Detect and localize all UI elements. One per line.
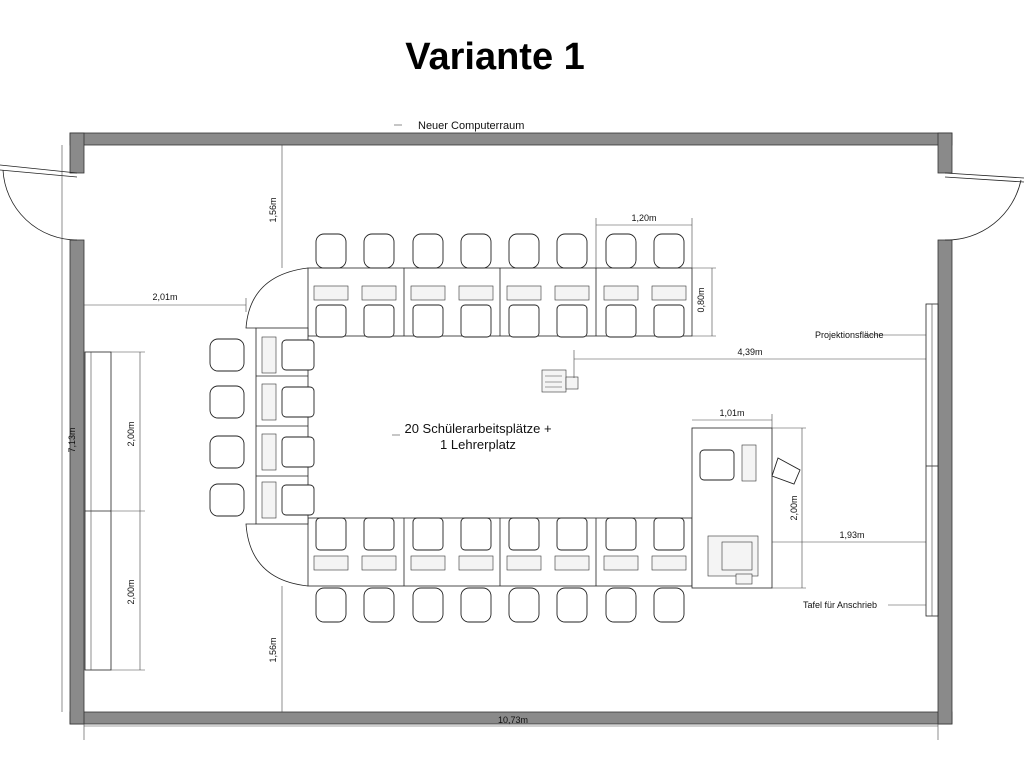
- teacher-desk-length-dim: 2,00m: [789, 495, 799, 520]
- room-name-label: Neuer Computerraum: [418, 120, 524, 132]
- chair: [460, 517, 492, 551]
- computer-icon: [313, 285, 349, 301]
- chair: [315, 233, 347, 269]
- computer-icon: [410, 285, 446, 301]
- computer-icon: [554, 285, 590, 301]
- computer-icon: [651, 285, 687, 301]
- chair: [605, 517, 637, 551]
- chair: [315, 587, 347, 623]
- workstations-label-1: 20 Schülerarbeitsplätze +: [404, 421, 551, 436]
- wall-left-upper: [69, 132, 85, 174]
- computer-icon: [458, 285, 494, 301]
- wall-right-lower: [937, 239, 953, 725]
- desk-width-dim: 1,20m: [631, 213, 656, 223]
- chair: [653, 517, 685, 551]
- chair: [653, 233, 685, 269]
- whiteboard-left: [84, 351, 145, 671]
- workstations-label-2: 1 Lehrerplatz: [440, 437, 516, 452]
- wall-left-lower: [69, 239, 85, 725]
- chair: [363, 304, 395, 338]
- computer-icon: [410, 555, 446, 571]
- board-segment-2-dim: 2,00m: [126, 579, 136, 604]
- chair: [460, 587, 492, 623]
- computer-icon: [603, 555, 639, 571]
- wall-right-upper: [937, 132, 953, 174]
- chair: [209, 435, 245, 469]
- room-walls: [69, 132, 953, 725]
- chair: [209, 338, 245, 372]
- computer-icon: [361, 285, 397, 301]
- teacher-desk: [691, 427, 801, 589]
- page-title: Variante 1: [405, 36, 585, 78]
- door-right: [944, 172, 1024, 241]
- chair: [412, 587, 444, 623]
- chair: [460, 304, 492, 338]
- room-width-dim: 10,73m: [498, 715, 528, 725]
- computer-icon: [554, 555, 590, 571]
- computer-icon: [261, 336, 277, 374]
- wall-top: [69, 132, 953, 146]
- bottom-clearance-dim: 1,56m: [268, 637, 278, 662]
- chair: [315, 304, 347, 338]
- computer-icon: [603, 285, 639, 301]
- desk-column-left: [245, 267, 309, 587]
- projection-label: Projektionsfläche: [815, 330, 884, 340]
- chair: [508, 304, 540, 338]
- chair: [653, 304, 685, 338]
- left-clearance-dim: 2,01m: [152, 292, 177, 302]
- door-left: [0, 164, 78, 241]
- projection-screen: [925, 303, 939, 617]
- teacher-desk-width-dim: 1,01m: [719, 408, 744, 418]
- chair: [605, 233, 637, 269]
- chair: [281, 386, 315, 418]
- chair: [412, 304, 444, 338]
- board-segment-1-dim: 2,00m: [126, 421, 136, 446]
- computer-icon: [506, 285, 542, 301]
- chair: [209, 483, 245, 517]
- chair: [281, 339, 315, 371]
- computer-icon: [361, 555, 397, 571]
- chair: [556, 304, 588, 338]
- chair: [605, 587, 637, 623]
- computer-icon: [506, 555, 542, 571]
- room-depth-dim: 7,13m: [67, 427, 77, 452]
- computer-icon: [261, 433, 277, 471]
- chair: [653, 587, 685, 623]
- chair: [556, 517, 588, 551]
- chair: [315, 517, 347, 551]
- computers-group: [261, 285, 687, 571]
- chair: [556, 233, 588, 269]
- chairs-group: [209, 233, 685, 623]
- desk-depth-dim: 0,80m: [696, 287, 706, 312]
- computer-icon: [261, 383, 277, 421]
- chair: [363, 587, 395, 623]
- chair: [281, 484, 315, 516]
- chair: [508, 587, 540, 623]
- chair: [508, 517, 540, 551]
- board-label: Tafel für Anschrieb: [803, 600, 877, 610]
- computer-icon: [313, 555, 349, 571]
- chair: [412, 233, 444, 269]
- printer-icon: [541, 369, 579, 393]
- chair: [508, 233, 540, 269]
- chair: [363, 517, 395, 551]
- chair: [556, 587, 588, 623]
- chair: [605, 304, 637, 338]
- chair: [412, 517, 444, 551]
- to-board-dim: 1,93m: [839, 530, 864, 540]
- computer-icon: [651, 555, 687, 571]
- chair: [209, 385, 245, 419]
- to-projection-dim: 4,39m: [737, 347, 762, 357]
- computer-icon: [261, 481, 277, 519]
- chair: [363, 233, 395, 269]
- top-clearance-dim: 1,56m: [268, 197, 278, 222]
- chair: [460, 233, 492, 269]
- chair: [281, 436, 315, 468]
- computer-icon: [458, 555, 494, 571]
